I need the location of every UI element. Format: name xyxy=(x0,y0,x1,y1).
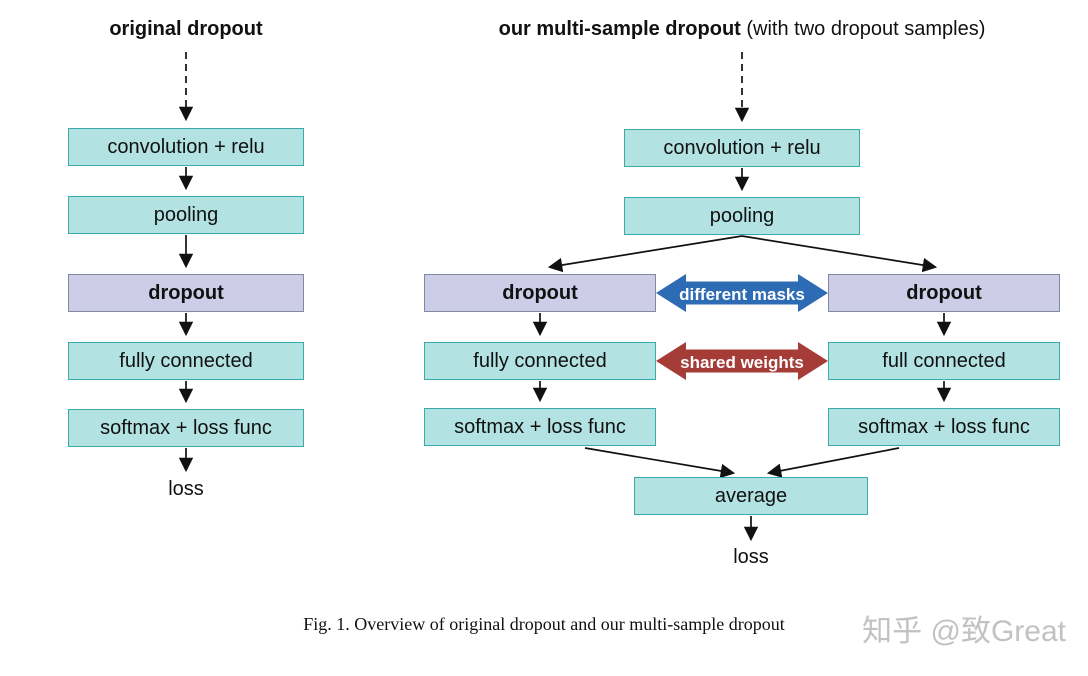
left-box-softmax-loss: softmax + loss func xyxy=(68,409,304,447)
right-flow-title: our multi-sample dropout (with two dropo… xyxy=(432,18,1052,41)
left-flow-title: original dropout xyxy=(109,18,263,40)
average-box: average xyxy=(634,477,868,515)
right-flow-title-bold: our multi-sample dropout xyxy=(498,18,741,40)
right-box-convolution-relu: convolution + relu xyxy=(624,129,860,167)
left-box-convolution-relu: convolution + relu xyxy=(68,128,304,166)
branchleft-box-softmax-loss: softmax + loss func xyxy=(424,408,656,446)
merge-arrow-left xyxy=(584,447,736,479)
branchright-box-full-connected: full connected xyxy=(828,342,1060,380)
branchright-box-softmax-loss: softmax + loss func xyxy=(828,408,1060,446)
left-box-fully-connected: fully connected xyxy=(68,342,304,380)
merge-arrow-right xyxy=(766,447,900,478)
right-loss-label: loss xyxy=(733,546,769,568)
shared-weights-arrow-icon xyxy=(656,342,828,380)
left-box-pooling: pooling xyxy=(68,196,304,234)
branchleft-box-fully-connected: fully connected xyxy=(424,342,656,380)
branchright-box-dropout: dropout xyxy=(828,274,1060,312)
right-box-pooling: pooling xyxy=(624,197,860,235)
shared-weights-label: shared weights xyxy=(680,353,804,372)
different-masks-arrow-icon xyxy=(656,274,828,312)
branchleft-box-dropout: dropout xyxy=(424,274,656,312)
right-flow-title-rest: (with two dropout samples) xyxy=(740,18,986,40)
left-loss-label: loss xyxy=(168,478,204,500)
figure-caption: Fig. 1. Overview of original dropout and… xyxy=(303,614,785,634)
watermark: 知乎 @致Great xyxy=(862,615,1066,648)
split-arrow-left xyxy=(547,235,743,273)
split-arrow-right xyxy=(741,235,938,273)
left-box-dropout: dropout xyxy=(68,274,304,312)
different-masks-label: different masks xyxy=(679,285,805,304)
